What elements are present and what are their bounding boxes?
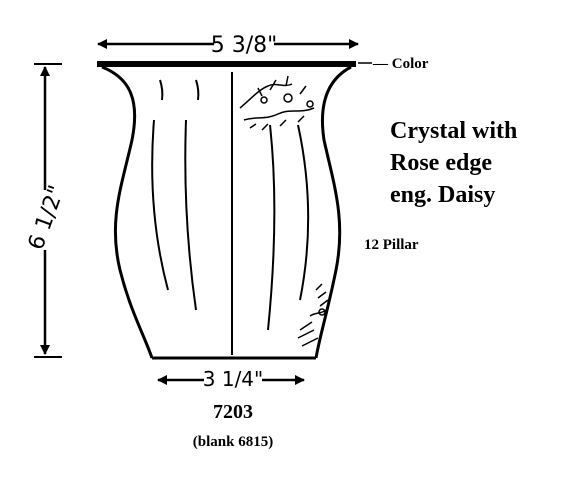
base-width-label: 3 1/4" — [203, 367, 263, 391]
pillar-line — [297, 124, 310, 301]
vase-left-profile — [101, 65, 154, 359]
base-width-dimension: 3 1/4" — [157, 367, 305, 391]
vase-right-profile — [314, 65, 352, 359]
description-line-1: Crystal with — [390, 118, 517, 144]
vase-pillars — [151, 72, 310, 355]
rose-edge-engraving — [239, 75, 315, 131]
pillar-line — [159, 79, 164, 101]
description-line-3: eng. Daisy — [390, 182, 495, 208]
item-number: 7203 — [213, 401, 253, 423]
top-width-dimension: 5 3/8" — [97, 30, 359, 58]
pillar-line — [151, 119, 169, 291]
height-dimension: 6 1/2" — [24, 63, 70, 358]
color-callout-label: — Color — [372, 56, 429, 72]
pillar-note: 12 Pillar — [364, 237, 419, 253]
description-line-2: Rose edge — [390, 150, 492, 176]
vase-outline — [97, 61, 356, 360]
pillar-line — [267, 124, 276, 331]
daisy-engraving — [297, 283, 329, 347]
blank-number: (blank 6815) — [193, 434, 273, 450]
top-width-label: 5 3/8" — [211, 33, 278, 58]
pillar-line — [195, 79, 200, 101]
vase-rim — [97, 61, 356, 67]
pillar-line — [184, 119, 197, 311]
